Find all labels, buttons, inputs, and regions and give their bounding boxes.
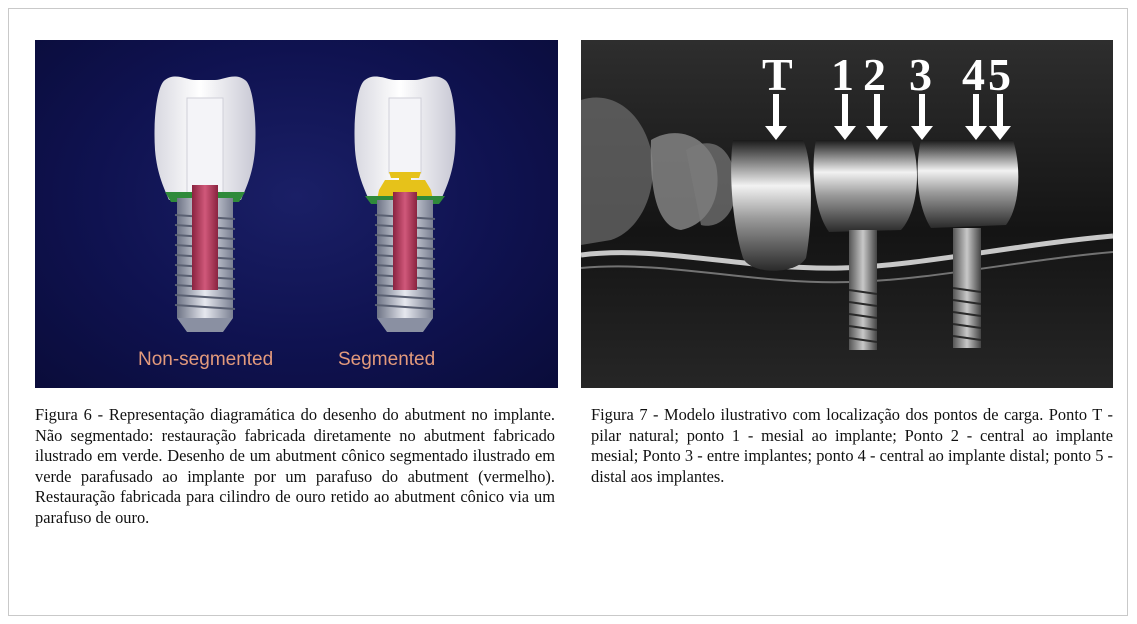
figure-7-caption: Figura 7 - Modelo ilustrativo com locali… [591, 405, 1113, 487]
figure-7-image: T 1 2 3 4 5 [581, 40, 1113, 388]
point-label-5: 5 [988, 52, 1011, 98]
point-label-T: T [762, 52, 793, 98]
point-label-2: 2 [863, 52, 886, 98]
implant-diagram [35, 40, 558, 388]
point-label-4: 4 [962, 52, 985, 98]
figure-6-caption: Figura 6 - Representação diagramática do… [35, 405, 555, 528]
segmented-implant [354, 76, 455, 332]
point-label-1: 1 [831, 52, 854, 98]
point-label-3: 3 [909, 52, 932, 98]
non-segmented-implant [154, 76, 255, 332]
figure-6-image: Non-segmented Segmented [35, 40, 558, 388]
segmented-label: Segmented [338, 349, 435, 371]
non-segmented-label: Non-segmented [138, 349, 273, 371]
